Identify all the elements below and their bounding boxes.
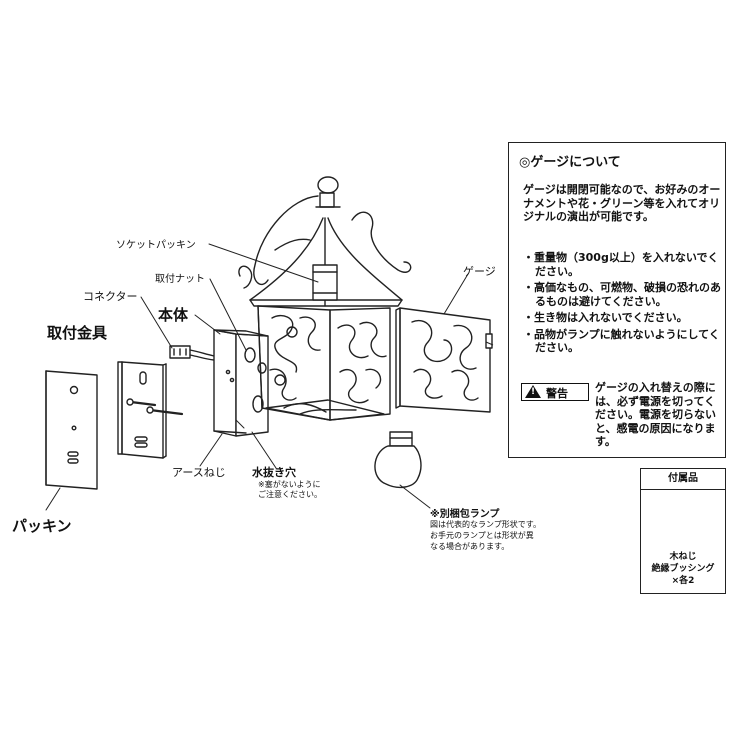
mounting-bracket	[117, 361, 184, 459]
label-packing: パッキン	[12, 517, 72, 535]
accessories-box: 付属品 木ねじ 絶縁ブッシング ×各2	[640, 468, 726, 594]
label-connector: コネクター	[83, 290, 138, 303]
notice-item: ・高価なもの、可燃物、破損の恐れのあるものは避けてください。	[523, 281, 721, 308]
label-main-body: 本体	[158, 306, 189, 324]
lamp-note-line-2: お手元のランプとは形状が異	[430, 531, 534, 540]
warning-triangle-icon: !	[525, 385, 541, 398]
lantern-frame	[238, 176, 493, 421]
gauge-notice-panel: ◎ゲージについて ゲージは開閉可能なので、お好みのオーナメントや花・グリーン等を…	[508, 142, 726, 458]
main-body	[213, 329, 269, 437]
notice-item: ・品物がランプに触れないようにしてください。	[523, 327, 720, 355]
accessory-wood-screw: 木ねじ	[669, 552, 697, 562]
label-mount-nut: 取付ナット	[155, 274, 205, 285]
leader-lines	[45, 243, 469, 511]
notice-item: ・重量物（300g以上）を入れないでください。	[523, 251, 719, 278]
warning-text: ゲージの入れ替えの際には、必ず電源を切ってください。電源を切らないと、感電の原因…	[595, 381, 716, 448]
label-separate-lamp: ※別梱包ランプ	[430, 509, 500, 520]
label-gauge: ゲージ	[463, 265, 496, 278]
warning-badge: ! 警告	[521, 383, 589, 401]
drain-note-line-1: ※塞がないように	[258, 480, 321, 489]
accessory-quantity: ×各2	[671, 576, 695, 586]
notice-title: ◎ゲージについて	[519, 155, 621, 170]
label-earth-screw: アースねじ	[172, 466, 226, 479]
label-socket-packing: ソケットパッキン	[116, 240, 196, 251]
label-mount-bracket: 取付金具	[47, 324, 108, 342]
warning-badge-label: 警告	[546, 387, 568, 400]
drain-note-line-2: ご注意ください。	[258, 490, 322, 499]
accessories-title: 付属品	[641, 469, 725, 490]
lamp-note-line-1: 図は代表的なランプ形状です。	[430, 520, 541, 529]
notice-item: ・生き物は入れないでください。	[523, 311, 688, 324]
notice-list: ・重量物（300g以上）を入れないでください。 ・高価なもの、可燃物、破損の恐れ…	[523, 251, 721, 358]
packing-plate	[45, 370, 98, 490]
lamp-note-line-3: なる場合があります。	[430, 542, 510, 551]
notice-paragraph: ゲージは開閉可能なので、お好みのオーナメントや花・グリーン等を入れてオリジナルの…	[523, 183, 721, 223]
accessory-bushing: 絶縁ブッシング	[651, 564, 715, 574]
connector	[169, 345, 215, 361]
label-drain-hole: 水抜き穴	[252, 466, 296, 479]
lamp-bulb	[374, 431, 422, 489]
